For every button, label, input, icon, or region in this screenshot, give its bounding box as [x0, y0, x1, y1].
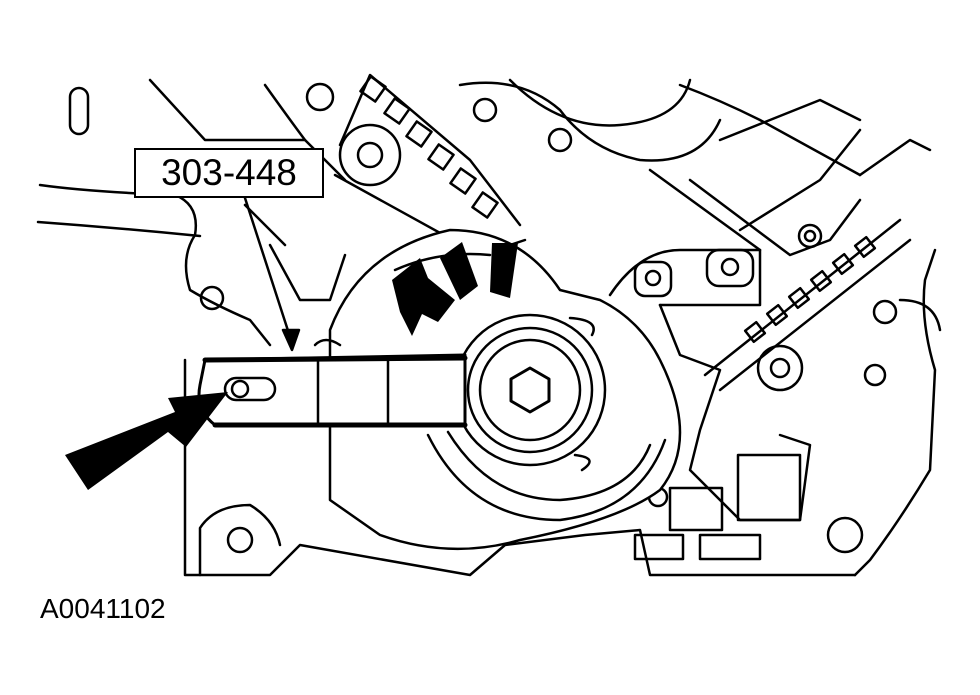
tool-number-label: 303-448 [161, 152, 297, 193]
tool-number-callout: 303-448 [134, 148, 324, 198]
rotation-direction-icon [392, 242, 518, 336]
chain-guide-right [703, 218, 912, 392]
mounting-holes [68, 82, 898, 554]
special-tool-303-448 [197, 338, 468, 428]
engine-block-outline [36, 78, 942, 577]
timing-chain [333, 73, 527, 257]
tensioner-bracket [608, 248, 812, 561]
bolt-arrow-icon [65, 392, 228, 490]
figure-id: A0041102 [40, 593, 166, 624]
callout-leaders [243, 196, 301, 352]
